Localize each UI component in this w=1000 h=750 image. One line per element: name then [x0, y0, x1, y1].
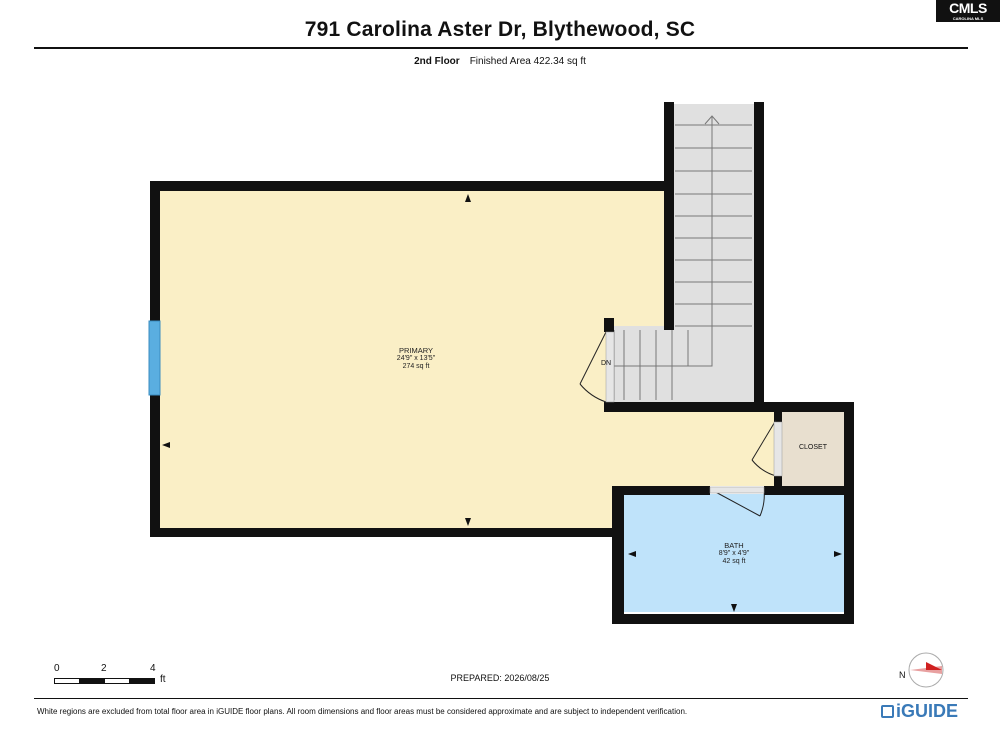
closet-door-threshold [773, 421, 783, 477]
logo-text: CMLS [949, 0, 987, 16]
scale-segment [129, 678, 155, 684]
plan-subtitle: 2nd Floor Finished Area 422.34 sq ft [0, 56, 1000, 67]
compass-label: N [899, 670, 906, 680]
staircase [610, 104, 758, 404]
stair-door-threshold [605, 331, 615, 403]
finished-area: Finished Area 422.34 sq ft [469, 56, 586, 67]
bath-door-threshold [709, 486, 765, 494]
bath-room-area: 42 sq ft [722, 558, 746, 565]
iguide-icon [881, 705, 894, 718]
primary-room-dims: 24'9" x 13'5" [396, 355, 436, 362]
closet-fill [782, 410, 846, 486]
cmls-logo: CMLS CAROLINA MLS [936, 0, 1000, 22]
scale-tick-4: 4 [150, 663, 156, 674]
stairs-landing-fill [610, 326, 758, 404]
closet-label: CLOSET [798, 444, 827, 451]
scale-unit: ft [160, 674, 166, 685]
floor-label: 2nd Floor [414, 56, 460, 67]
scale-tick-0: 0 [54, 663, 60, 674]
footer-divider [34, 698, 968, 699]
stairs-down-label: DN [601, 360, 612, 367]
iguide-brand: iGUIDE [896, 701, 959, 721]
logo-tagline: CAROLINA MLS [952, 16, 984, 21]
bath-fill [624, 494, 846, 612]
primary-room-fill [158, 189, 774, 530]
compass-icon: N [899, 652, 944, 688]
dimension-arrows [162, 194, 842, 612]
primary-room-name: PRIMARY [398, 346, 434, 355]
prepared-date: PREPARED: 2026/08/25 [450, 673, 550, 683]
iguide-logo: iGUIDE [881, 701, 958, 722]
bath-room-dims: 8'9" x 4'9" [718, 550, 750, 557]
primary-room-label: PRIMARY 24'9" x 13'5" 274 sq ft [376, 347, 456, 371]
disclaimer-text: White regions are excluded from total fl… [37, 707, 688, 716]
bath-room-label: BATH 8'9" x 4'9" 42 sq ft [694, 542, 774, 566]
scale-tick-2: 2 [101, 663, 107, 674]
window [148, 320, 161, 396]
plan-title: 791 Carolina Aster Dr, Blythewood, SC [304, 18, 696, 41]
doors [579, 331, 777, 517]
primary-room-area: 274 sq ft [402, 363, 430, 370]
header-divider [34, 47, 968, 49]
bath-room-name: BATH [724, 541, 744, 550]
